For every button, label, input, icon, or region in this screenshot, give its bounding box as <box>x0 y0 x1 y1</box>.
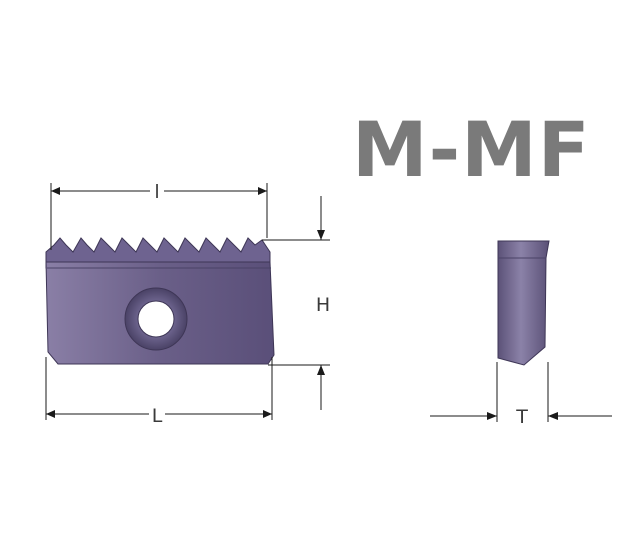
dimension-L: L <box>45 357 273 427</box>
dimension-t-label: T <box>515 406 528 428</box>
product-code-title: M-MF <box>352 105 591 194</box>
dimension-l-label: l <box>154 181 159 203</box>
insert-side-view <box>497 240 550 366</box>
side-profile <box>497 240 550 366</box>
dimension-h-label: H <box>316 294 330 316</box>
dimension-h: H <box>262 196 330 410</box>
dimension-L-label: L <box>152 405 163 427</box>
thread-teeth <box>45 237 271 269</box>
dimension-t: T <box>430 362 612 428</box>
dimension-l: l <box>50 180 268 250</box>
insert-front-view <box>45 237 275 365</box>
